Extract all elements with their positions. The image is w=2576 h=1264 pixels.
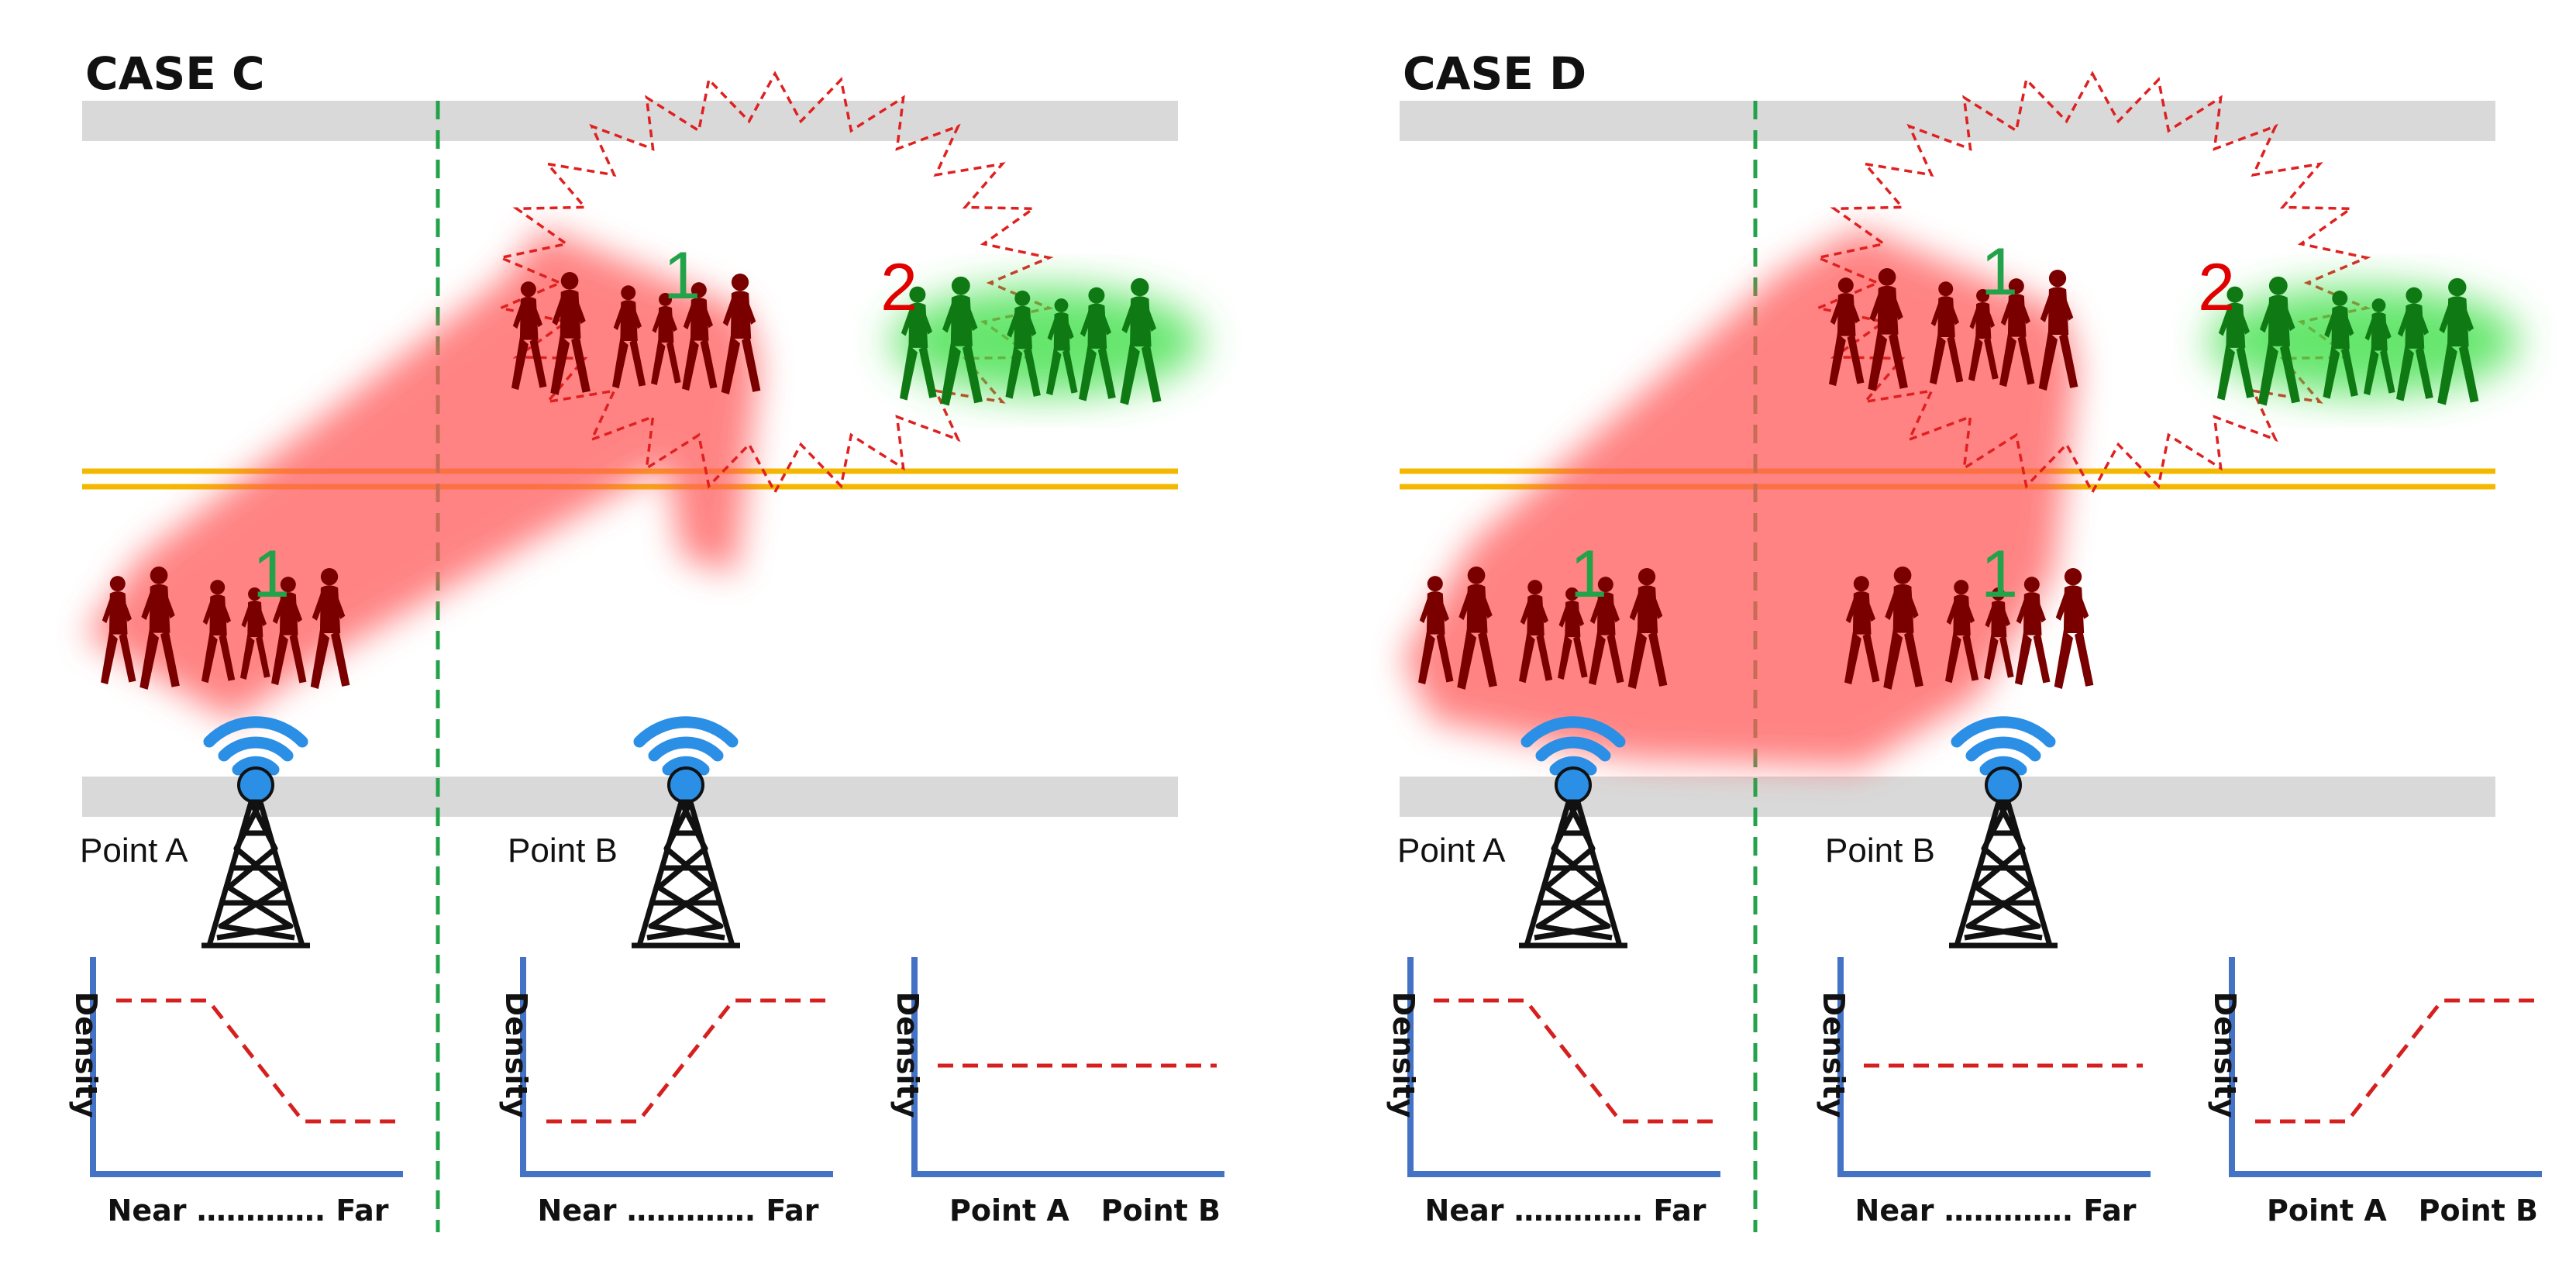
chart-axis [2229,957,2542,1177]
chart-xlabel-left: Point A [2267,1193,2387,1228]
chart-axis [911,957,1224,1177]
chart-xlabel: Near …………. Far [1855,1193,2137,1228]
chart-xlabel-right: Point B [2419,1193,2538,1228]
chart-ylabel: Density [1817,992,1851,1118]
group-number: 1 [1981,537,2018,611]
chart-xlabel: Near …………. Far [1425,1193,1706,1228]
group-number: 1 [663,239,701,313]
chart-ylabel: Density [1386,992,1421,1118]
case-title: CASE C [85,47,265,100]
chart-ylabel: Density [499,992,533,1118]
density-line [546,998,825,1124]
cell-tower-icon [201,722,310,945]
group-number: 1 [253,537,290,611]
chart-axis [1407,957,1720,1177]
chart-ylabel: Density [69,992,103,1118]
chart-ylabel: Density [2208,992,2242,1118]
chart-axis [520,957,833,1177]
cell-tower-icon [1949,722,2058,945]
chart-xlabel-right: Point B [1101,1193,1221,1228]
group-number: 2 [2198,250,2235,325]
chart-axis [90,957,403,1177]
road-top [82,101,1178,141]
point-label: Point B [1825,832,1935,870]
group-number: 1 [1981,235,2018,309]
density-line [2255,998,2534,1124]
signal-beam [85,229,759,721]
chart-axis [1837,957,2151,1177]
point-label: Point A [1397,832,1506,870]
group-number: 2 [880,250,918,325]
explosion-burst-icon [1813,71,2371,495]
explosion-burst-icon [496,71,1054,495]
chart-xlabel: Near …………. Far [108,1193,389,1228]
point-label: Point A [80,832,188,870]
group-number: 1 [1570,537,1607,611]
chart-xlabel: Near …………. Far [538,1193,819,1228]
cell-tower-icon [632,722,740,945]
case-title: CASE D [1403,47,1586,100]
road-top [1400,101,2495,141]
density-line [1434,998,1713,1124]
chart-xlabel-left: Point A [949,1193,1069,1228]
point-label: Point B [508,832,618,870]
chart-ylabel: Density [890,992,925,1118]
density-line [116,998,395,1124]
